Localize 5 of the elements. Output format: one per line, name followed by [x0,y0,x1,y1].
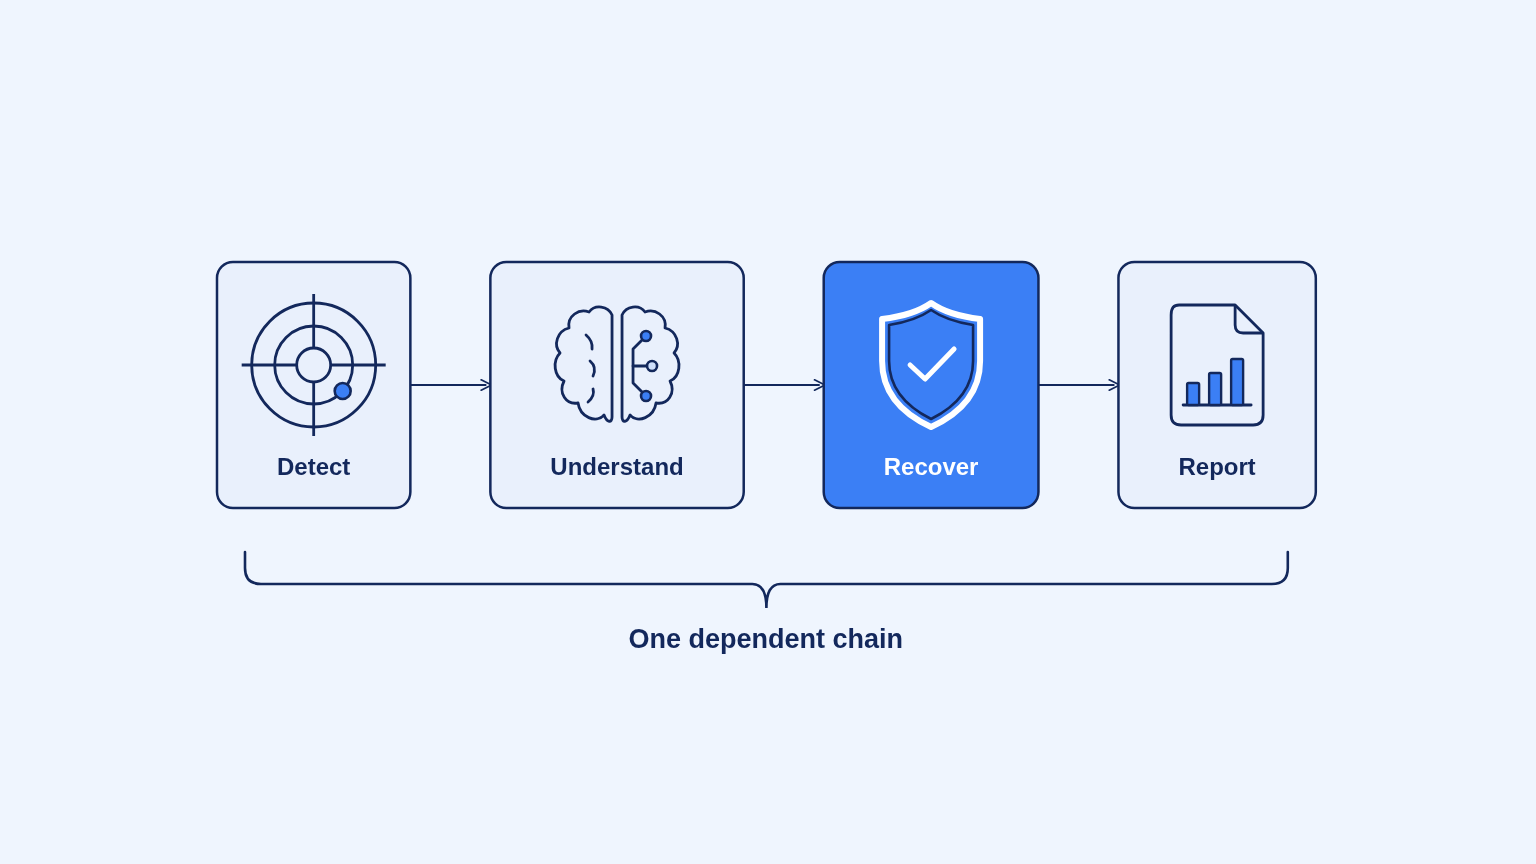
node-box: Report [1116,260,1317,510]
node-box: Understand [488,260,745,510]
node-box: Recover [822,260,1040,510]
bracket-label: One dependent chain [628,624,904,655]
node-box: Detect [215,260,412,510]
